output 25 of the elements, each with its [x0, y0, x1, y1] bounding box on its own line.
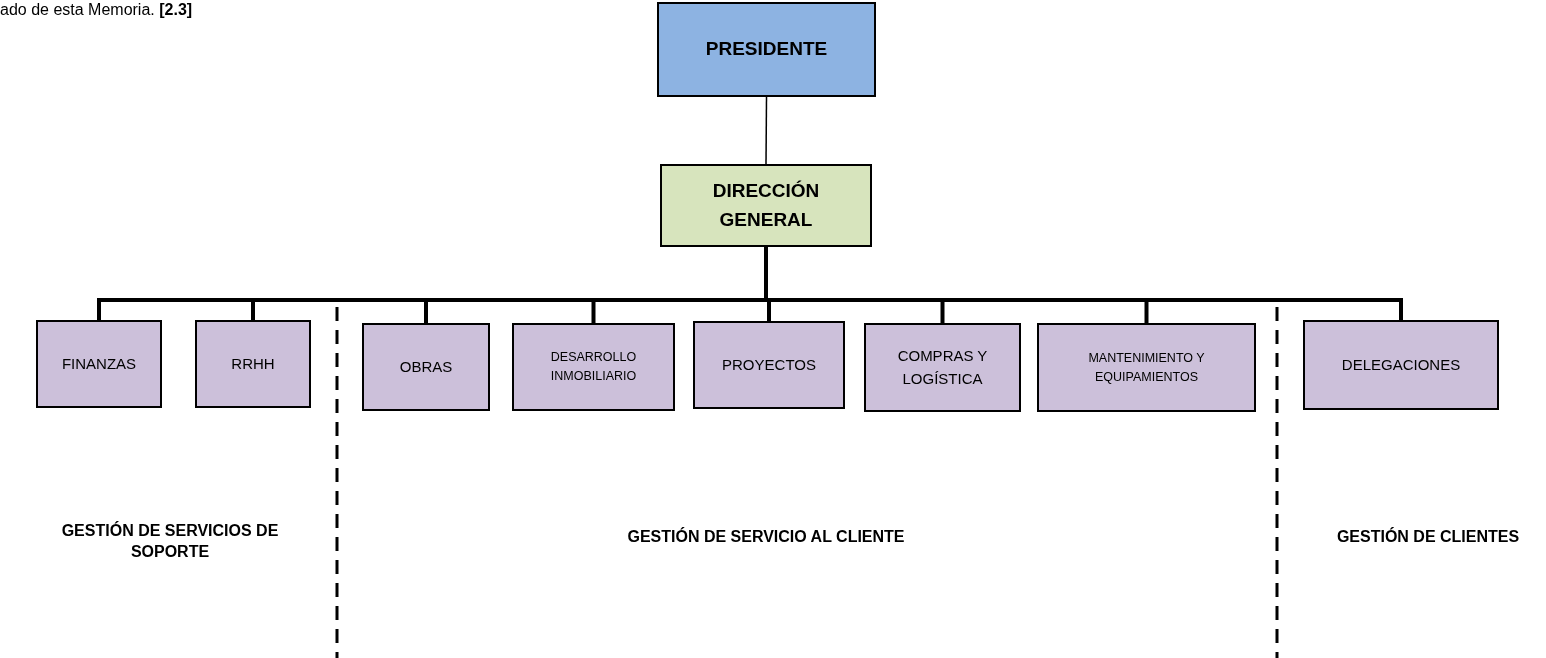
group-heading: GESTIÓN DE SERVICIOS DE SOPORTE — [60, 521, 280, 562]
box-label: DESARROLLO INMOBILIARIO — [549, 349, 638, 385]
org-box — [693, 321, 845, 409]
box-label: FINANZAS — [61, 353, 137, 374]
note-text: ado de esta Memoria. [2.3] — [0, 0, 194, 20]
box-label: COMPRAS Y LOGÍSTICA — [896, 346, 989, 389]
box-label: MANTENIMIENTO Y EQUIPAMIENTOS — [1087, 349, 1206, 386]
org-box — [657, 2, 876, 97]
box-label: OBRAS — [399, 356, 453, 377]
org-box — [195, 320, 311, 408]
org-box — [36, 320, 162, 408]
box-label: RRHH — [231, 353, 275, 374]
org-box — [362, 323, 490, 411]
group-heading: GESTIÓN DE CLIENTES — [1335, 527, 1521, 547]
org-box — [864, 323, 1021, 412]
org-box — [660, 164, 872, 247]
box-label: DIRECCIÓN GENERAL — [711, 179, 821, 232]
box-label: PRESIDENTE — [705, 37, 828, 62]
org-box — [512, 323, 675, 411]
org-box — [1303, 320, 1499, 410]
group-heading: GESTIÓN DE SERVICIO AL CLIENTE — [626, 527, 906, 547]
box-label: DELEGACIONES — [1341, 354, 1461, 375]
org-box — [1037, 323, 1256, 412]
box-label: PROYECTOS — [722, 354, 816, 375]
connector-line — [765, 96, 768, 165]
